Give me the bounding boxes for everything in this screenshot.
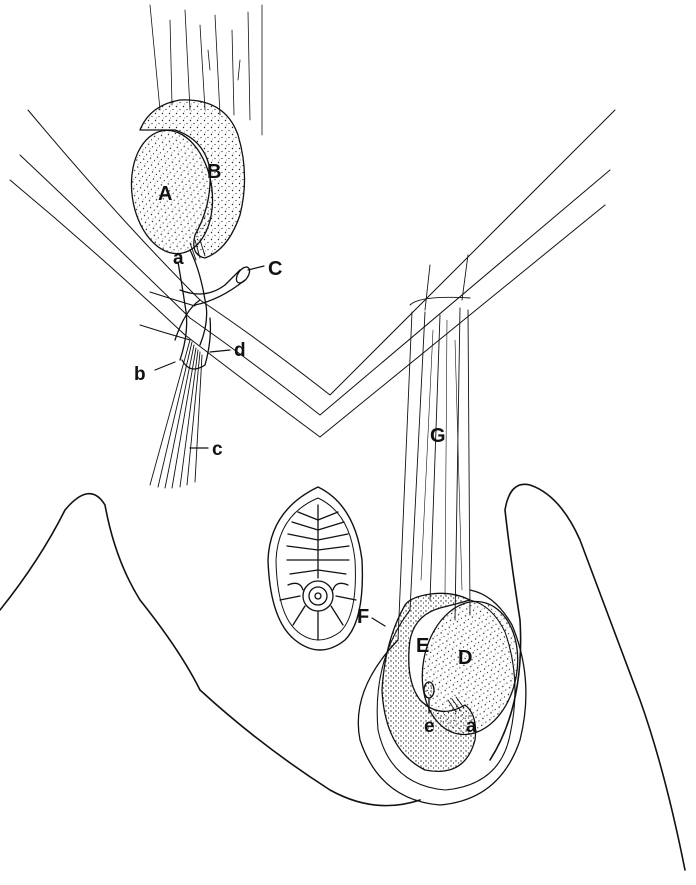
appendix-e xyxy=(424,682,434,698)
label-cord-g: G xyxy=(430,425,446,447)
cross-section-inset xyxy=(268,487,362,650)
label-appendix-e: e xyxy=(424,716,435,737)
label-testis-a: A xyxy=(158,183,172,205)
lower-spermatic-cord-g xyxy=(398,255,470,640)
leader-lines xyxy=(155,266,385,626)
body-wall-layers xyxy=(10,110,615,437)
label-epididymis-b: B xyxy=(207,161,221,183)
label-f: F xyxy=(357,606,369,628)
scrotal-outline-right xyxy=(490,484,685,870)
label-b: b xyxy=(134,364,146,385)
label-ligament-a-upper: a xyxy=(173,248,184,269)
label-c: c xyxy=(212,439,223,460)
label-testis-d: D xyxy=(458,647,472,669)
scrotal-outline xyxy=(0,494,420,806)
label-ligament-a-lower: a xyxy=(466,716,477,737)
label-d: d xyxy=(234,340,246,361)
label-duct-c: C xyxy=(268,258,282,280)
gubernaculum-fibres xyxy=(150,340,202,488)
label-epididymis-e: E xyxy=(416,635,429,657)
